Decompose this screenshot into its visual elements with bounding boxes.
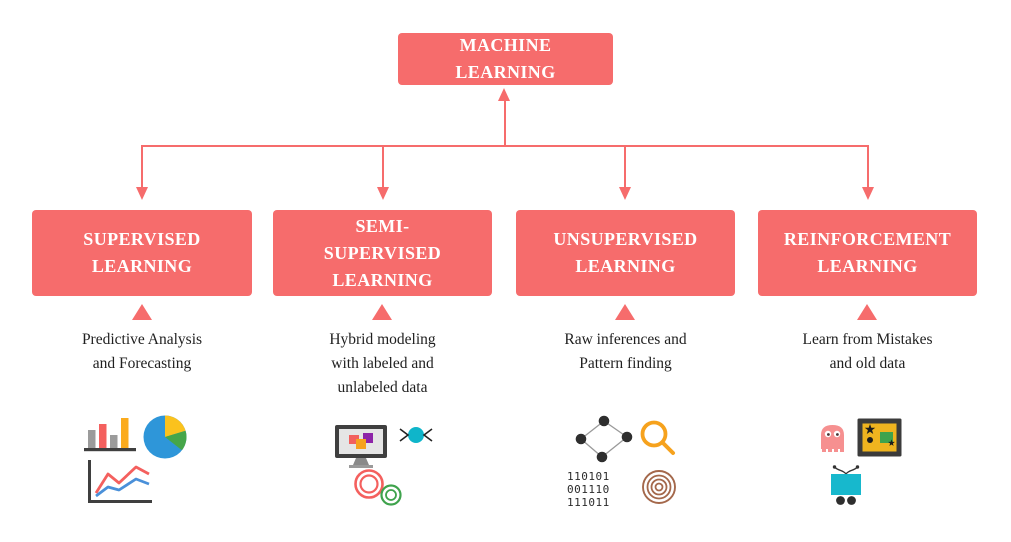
connector-down-arrow-supervised [136,187,148,200]
node-reinforcement-learning: REINFORCEMENT LEARNING [758,210,977,296]
magnifier-icon [640,420,675,455]
binary-code: 110101 001110 111011 [567,470,610,509]
node-unsupervised-learning: UNSUPERVISED LEARNING [516,210,735,296]
desc-semi-supervised: Hybrid modeling with labeled and unlabel… [329,331,436,397]
game-board-icon [857,418,902,457]
concentric-circles-icon [642,470,676,504]
connector-stem [504,100,506,146]
clustered-rings-icon [354,469,402,506]
robot-icon [831,465,861,505]
connector-drop-supervised [141,146,143,188]
pie-chart-icon [143,415,187,459]
connector-down-arrow-reinforcement [862,187,874,200]
ghost-icon [821,425,844,452]
line-chart-icon [88,460,152,503]
pointer-up-unsupervised [615,304,635,320]
connector-drop-unsupervised [624,146,626,188]
monitor-icon [335,425,387,468]
connector-drop-semi-supervised [382,146,384,188]
desc-unsupervised: Raw inferences and Pattern finding [564,331,687,373]
converging-arrows-icon [399,427,433,443]
connector-drop-reinforcement [867,146,869,188]
bar-chart-icon [84,418,136,452]
pointer-up-supervised [132,304,152,320]
connector-down-arrow-semi-supervised [377,187,389,200]
network-graph-icon [575,415,633,463]
pointer-up-reinforcement [857,304,877,320]
pointer-up-semi-supervised [372,304,392,320]
desc-supervised: Predictive Analysis and Forecasting [81,331,203,373]
node-machine-learning: MACHINE LEARNING [398,33,613,85]
connector-horizontal-line [141,145,869,147]
connector-down-arrow-unsupervised [619,187,631,200]
node-supervised-learning: SUPERVISED LEARNING [32,210,252,296]
node-semi-supervised-learning: SEMI- SUPERVISED LEARNING [273,210,492,296]
desc-reinforcement: Learn from Mistakes and old data [802,331,933,373]
connector-up-arrow [498,88,510,101]
